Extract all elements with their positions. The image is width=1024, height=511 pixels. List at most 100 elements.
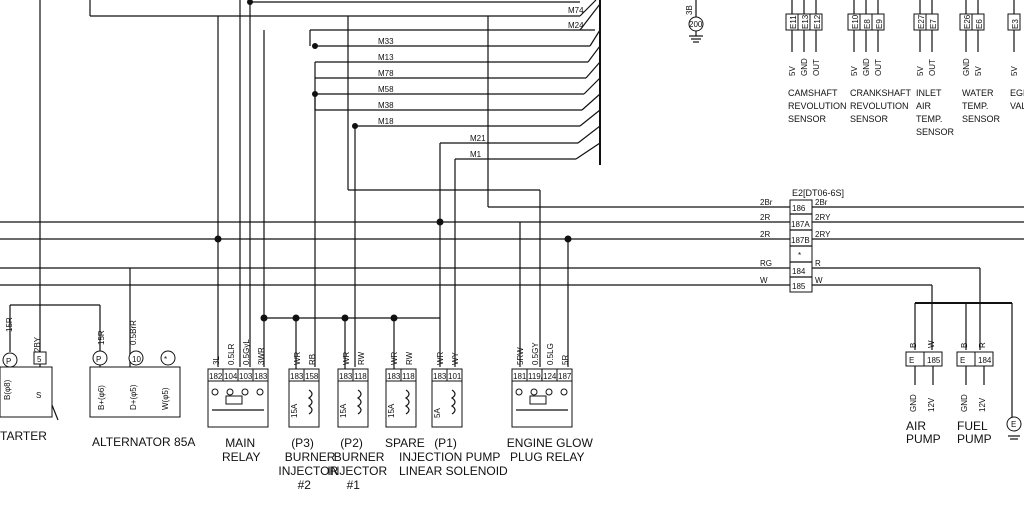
sensor-name: TEMP. <box>962 101 988 111</box>
relay-body <box>511 380 573 428</box>
pin-label: E7 <box>929 19 938 29</box>
fuse-rating: 5A <box>433 408 442 418</box>
signal-label: 12V <box>927 397 936 412</box>
wire-label: WR <box>342 351 351 365</box>
coil <box>225 395 243 405</box>
relay-label: LINEAR SOLENOID <box>399 464 508 478</box>
sensor-name: CAMSHAFT <box>788 88 838 98</box>
term-label: B(φ8) <box>3 379 12 400</box>
relay-label: BURNER <box>334 450 385 464</box>
pin-label: 183D <box>387 372 406 381</box>
svg-text:187B: 187B <box>791 236 810 245</box>
svg-text:3B: 3B <box>685 5 694 15</box>
wire-label: 3WR <box>257 347 266 365</box>
alternator-label: ALTERNATOR 85A <box>92 435 195 449</box>
pin-label: E13 <box>801 14 810 29</box>
sensor-connector: E105VE8GNDE9OUTCRANKSHAFTREVOLUTIONSENSO… <box>847 0 912 124</box>
relay-label: ENGINE GLOW <box>507 436 594 450</box>
relay-label: (P2) <box>340 436 363 450</box>
relay-label: PLUG RELAY <box>510 450 584 464</box>
pin-label: E <box>909 356 914 365</box>
pin-label: E8 <box>863 19 872 29</box>
wire-label: B <box>960 343 969 348</box>
pin-label: 103 <box>239 372 253 381</box>
wire-label: WR <box>293 351 302 365</box>
relay-label: RELAY <box>222 450 260 464</box>
pin-label: 183B <box>290 372 309 381</box>
signal-label: GND <box>909 394 918 412</box>
sensor-name: VAL <box>1010 101 1024 111</box>
pin-label: 187 <box>558 372 572 381</box>
fuse-rating: 15A <box>387 403 396 418</box>
svg-text:2RY: 2RY <box>815 230 831 239</box>
svg-text:W: W <box>815 276 823 285</box>
pin-label: E27 <box>917 14 926 29</box>
wire-label: WY <box>451 351 460 365</box>
pin-label: E10 <box>851 14 860 29</box>
wire-label: RB <box>308 354 317 365</box>
svg-text:RG: RG <box>760 259 772 268</box>
signal-label: OUT <box>928 59 937 76</box>
wire-label: 2BY <box>33 336 42 352</box>
relay-label: BURNER <box>285 450 336 464</box>
wire-label: W <box>927 340 936 348</box>
relay-label: (P3) <box>291 436 314 450</box>
pin-label: 104 <box>224 372 238 381</box>
terminal-circle <box>92 350 108 366</box>
relay-body <box>431 380 463 428</box>
svg-text:186: 186 <box>792 204 806 213</box>
svg-text:M21: M21 <box>470 134 486 143</box>
wire-label: 0.5GyL <box>242 339 251 365</box>
pin-label: 124 <box>543 372 557 381</box>
fuse-rating: 15A <box>339 403 348 418</box>
pin-label: E3 <box>1011 19 1020 29</box>
pin-label: E11 <box>789 15 798 29</box>
svg-text:W: W <box>760 276 768 285</box>
starter-label: TARTER <box>0 429 47 443</box>
wire-label: 0.5GY <box>531 342 540 365</box>
pin-label: 118 <box>354 372 367 381</box>
pin-label: 183C <box>339 372 358 381</box>
sensor-name: TEMP. <box>916 114 942 124</box>
wire-label: RW <box>357 351 366 365</box>
pin-circle <box>545 388 553 396</box>
terminal-label: * <box>164 355 167 364</box>
pin-circle <box>515 388 523 396</box>
coil <box>356 389 362 415</box>
sensor-name: SENSOR <box>788 114 827 124</box>
pump-label: PUMP <box>957 432 992 446</box>
relay-label: (P1) <box>434 436 457 450</box>
sensor-connector: E35VEGRVAL <box>1007 0 1024 111</box>
ground-symbol-top: 200 3B <box>685 0 704 43</box>
pin-label: 182A <box>209 372 228 381</box>
pin-circle <box>530 388 538 396</box>
wire-label: 5R <box>561 355 570 365</box>
pin-label: 184 <box>978 356 992 365</box>
svg-text:2Br: 2Br <box>815 198 828 207</box>
pin-label: 101 <box>448 372 462 381</box>
pin-label: 5 <box>37 355 42 364</box>
sensor-name: CRANKSHAFT <box>850 88 912 98</box>
starter-body <box>0 366 53 418</box>
coil <box>404 389 410 415</box>
pin-label: E26 <box>963 14 972 29</box>
term-label: B+(φ6) <box>97 385 106 410</box>
signal-label: 5V <box>850 66 859 76</box>
signal-label: 5V <box>974 66 983 76</box>
svg-text:E2[DT06-6S]: E2[DT06-6S] <box>792 188 844 198</box>
svg-text:185: 185 <box>792 282 806 291</box>
pump-label: FUEL <box>957 419 988 433</box>
pin-label: E <box>960 356 965 365</box>
svg-text:M13: M13 <box>378 53 394 62</box>
signal-label: 12V <box>978 397 987 412</box>
pin-label: 185 <box>927 356 941 365</box>
pin-label: E12 <box>813 14 822 29</box>
sensor-name: SENSOR <box>962 114 1001 124</box>
